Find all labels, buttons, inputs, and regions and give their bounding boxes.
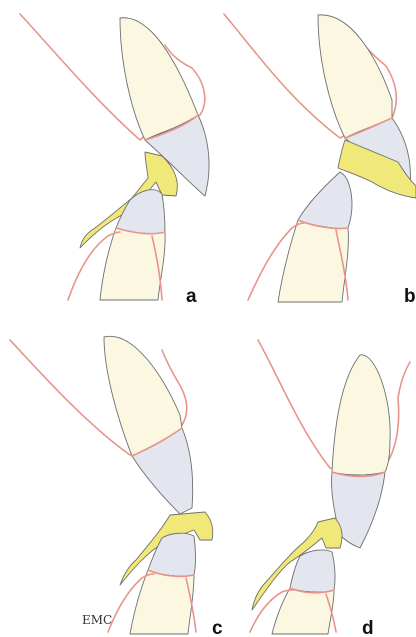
panel-a-lower-crown (100, 228, 165, 300)
panel-b-lower-root (298, 172, 352, 228)
panel-b-upper-crown (318, 15, 392, 138)
artist-signature: EMC (82, 613, 112, 627)
panel-b: b (224, 14, 416, 307)
panel-d-upper-crown (332, 355, 390, 475)
panel-c-label: c (212, 618, 223, 637)
panel-d-lower-crown (272, 588, 334, 634)
panel-c: c EMC (10, 336, 223, 637)
panel-b-label: b (404, 286, 416, 307)
panel-a-label: a (186, 286, 197, 307)
panel-d-label: d (362, 618, 374, 637)
panel-a: a (20, 14, 209, 307)
panel-a-lower-root (116, 190, 165, 234)
panel-d: d (250, 340, 410, 637)
